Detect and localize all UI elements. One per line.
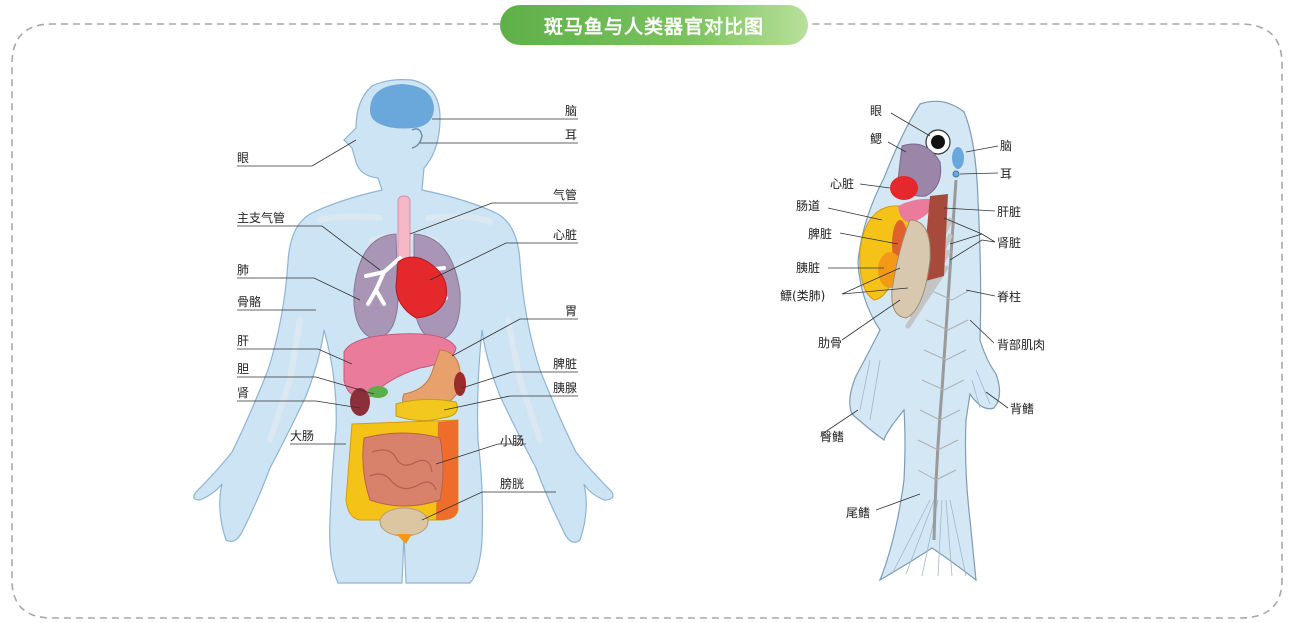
human-label-liver: 肝 xyxy=(237,334,249,348)
human-label-lung: 肺 xyxy=(237,263,249,277)
human-gallbladder xyxy=(368,386,388,398)
human-label-brain: 脑 xyxy=(565,104,577,118)
human-trachea xyxy=(398,196,410,260)
human-pancreas xyxy=(396,399,457,420)
fish-label-gill: 鳃 xyxy=(870,132,882,146)
human-brain xyxy=(370,84,434,129)
fish-label-swim-bladder: 鳔(类肺) xyxy=(780,289,825,303)
fish-label-liver: 肝脏 xyxy=(997,205,1021,219)
fish-label-ribs: 肋骨 xyxy=(818,336,842,350)
human-label-stomach: 胃 xyxy=(565,304,577,318)
fish-brain xyxy=(952,147,964,169)
human-label-main-bronchi: 主支气管 xyxy=(237,211,285,225)
human-label-trachea: 气管 xyxy=(553,188,577,202)
human-label-ear: 耳 xyxy=(565,128,577,142)
human-label-kidney: 肾 xyxy=(237,386,249,400)
fish-label-anal-fin: 臀鳍 xyxy=(820,430,844,444)
fish-ear xyxy=(953,171,959,177)
fish-label-kidney: 肾脏 xyxy=(997,236,1021,250)
human-bladder xyxy=(380,508,428,536)
fish-label-intestine: 肠道 xyxy=(796,199,820,213)
fish-label-dorsal-muscle: 背部肌肉 xyxy=(997,338,1045,352)
fish-label-spine: 脊柱 xyxy=(997,290,1021,304)
fish-label-ear: 耳 xyxy=(1000,167,1012,181)
human-label-spleen: 脾脏 xyxy=(553,357,577,371)
human-label-skeleton: 骨骼 xyxy=(237,295,261,309)
fish-label-eye: 眼 xyxy=(870,104,882,118)
fish-label-brain: 脑 xyxy=(1000,139,1012,153)
human-label-heart: 心脏 xyxy=(553,228,577,242)
human-label-small-intestine: 小肠 xyxy=(500,434,524,448)
human-label-large-intestine: 大肠 xyxy=(290,429,314,443)
human-label-pancreas: 胰腺 xyxy=(553,381,577,395)
fish-label-spleen: 脾脏 xyxy=(808,227,832,241)
human-label-bladder: 膀胱 xyxy=(500,477,524,491)
human-label-eye: 眼 xyxy=(237,151,249,165)
fish-label-pancreas: 胰脏 xyxy=(796,261,820,275)
fish-label-caudal-fin: 尾鳍 xyxy=(846,506,870,520)
human-spleen xyxy=(454,372,466,396)
fish-label-heart: 心脏 xyxy=(830,177,854,191)
human-label-gallbladder: 胆 xyxy=(237,362,249,376)
fish-heart xyxy=(890,176,918,200)
fish-label-dorsal-fin: 背鳍 xyxy=(1010,402,1034,416)
